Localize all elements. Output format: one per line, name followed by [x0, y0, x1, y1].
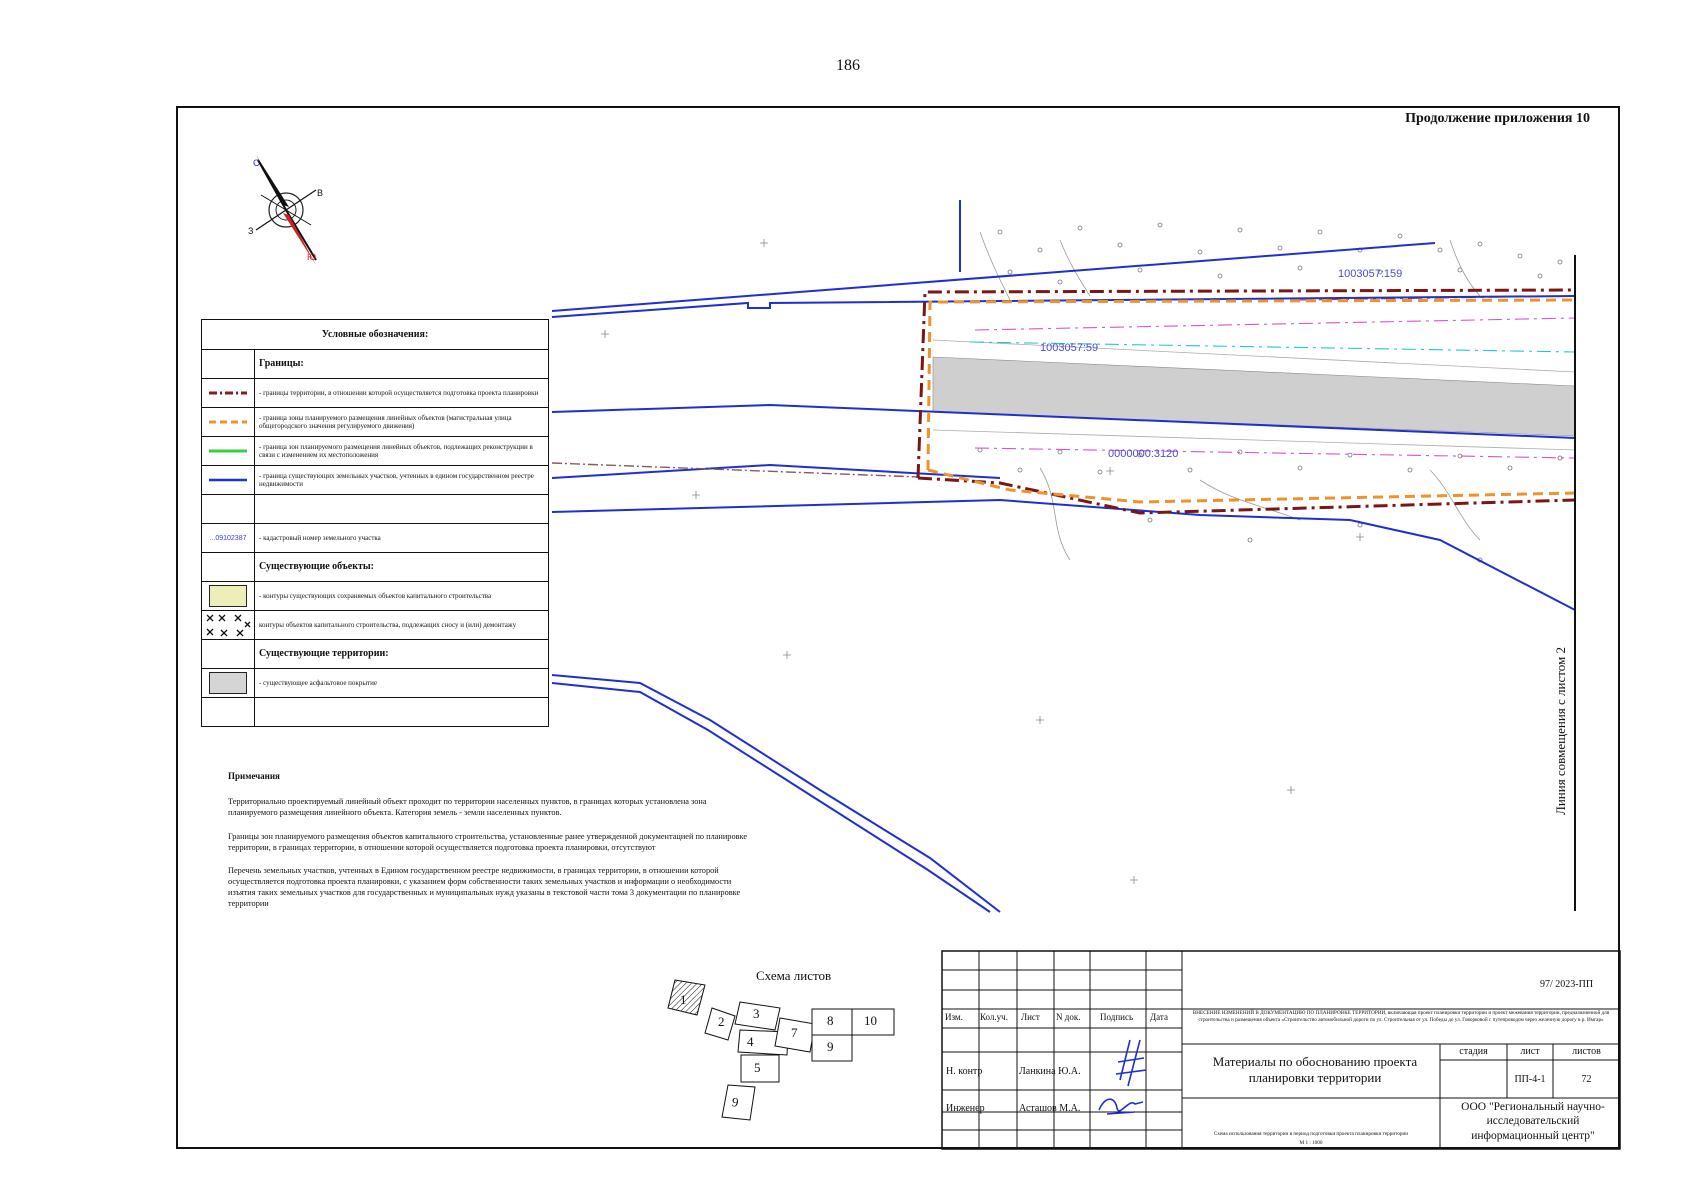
- cadastral-label: 1003057:159: [1338, 268, 1403, 280]
- document-code: 97/ 2023-ПП: [1540, 979, 1594, 990]
- survey-points: [977, 222, 1563, 563]
- sheet-num: 4: [747, 1034, 754, 1049]
- grid-crosses: [601, 239, 1364, 884]
- sheet-num: 9: [827, 1039, 834, 1054]
- legend-row-kept: - контуры существующих сохраняемых объек…: [202, 581, 548, 610]
- legend-row-asphalt: - существующее асфальтовое покрытие: [202, 668, 548, 697]
- notes-block: Примечания Территориально проектируемый …: [228, 770, 748, 922]
- note-paragraph: Территориально проектируемый линейный об…: [228, 797, 707, 818]
- legend-section-borders: Границы:: [259, 358, 304, 369]
- legend-kept-text: - контуры существующих сохраняемых объек…: [259, 591, 492, 600]
- organization: ООО "Региональный научно-исследовательск…: [1461, 1101, 1605, 1142]
- signature-1: [1115, 1039, 1147, 1087]
- legend-section-objects: Существующие объекты:: [259, 561, 374, 572]
- stage-header: стадия: [1459, 1046, 1488, 1057]
- tb-header: Дата: [1150, 1012, 1168, 1022]
- compass-south: Ю: [307, 252, 317, 262]
- compass-rose: [255, 155, 317, 265]
- placement-zone-border: [926, 298, 1576, 504]
- tb-header: N док.: [1056, 1012, 1081, 1022]
- legend-asphalt-text: - существующее асфальтовое покрытие: [259, 678, 377, 687]
- sheet-code: ПП-4-1: [1514, 1074, 1546, 1085]
- compass-west: З: [248, 226, 254, 236]
- notes-title: Примечания: [228, 771, 280, 781]
- drawing-frame: [176, 106, 1620, 1149]
- doc-title: Материалы по обоснованию проекта планиро…: [1212, 1054, 1418, 1086]
- legend-row-demolition: контуры объектов капитального строительс…: [202, 610, 548, 639]
- match-line-label: Линия совмещения с листом 2: [1553, 647, 1568, 815]
- note-paragraph: Перечень земельных участков, учтенных в …: [228, 865, 741, 909]
- legend-row-zone: - граница зоны планируемого размещения л…: [202, 407, 548, 436]
- legend-row-parcels: - граница существующих земельных участко…: [202, 465, 548, 494]
- sheet-num: 1: [680, 992, 687, 1007]
- sheet-num: 10: [864, 1013, 877, 1028]
- cadastral-sample: ...09102387: [209, 534, 247, 542]
- legend-cadastral-text: - кадастровый номер земельного участка: [259, 533, 381, 542]
- sheet-num: 5: [754, 1060, 761, 1075]
- legend-title-row: Условные обозначения:: [202, 320, 548, 349]
- name-lankina: Ланкина Ю.А.: [1019, 1066, 1081, 1077]
- legend-reconstruction-text: - граница зон планируемого размещения ли…: [259, 442, 533, 459]
- sheet-num: 2: [718, 1014, 725, 1029]
- scale: М 1 : 1000: [1299, 1140, 1323, 1146]
- demolition-symbol: [206, 614, 251, 637]
- scheme-name: Схема использования территории в период …: [1213, 1131, 1409, 1137]
- note-paragraph: Границы зон планируемого размещения объе…: [228, 831, 748, 852]
- sheet-header: лист: [1520, 1046, 1540, 1057]
- signature-2: [1098, 1098, 1144, 1115]
- role-engineer: Инженер: [946, 1103, 985, 1114]
- title-block-grid: [941, 950, 1621, 1150]
- role-n-kontr: Н. контр: [946, 1066, 983, 1077]
- continuation-title: Продолжение приложения 10: [1405, 111, 1590, 126]
- legend: Условные обозначения: Границы: - границы…: [201, 319, 549, 727]
- name-astashov: Асташов М.А.: [1019, 1103, 1081, 1114]
- sheet-num: 7: [791, 1025, 798, 1040]
- sheets-header: листов: [1572, 1046, 1601, 1057]
- sheet-num: 3: [753, 1006, 760, 1021]
- cadastral-label: 1003057:59: [1040, 342, 1099, 354]
- tb-header: Лист: [1021, 1012, 1040, 1022]
- legend-zone-text: - граница зоны планируемого размещения л…: [259, 413, 512, 430]
- compass-east: В: [317, 188, 324, 198]
- sheet-num: 8: [827, 1013, 834, 1028]
- tb-header: Подпись: [1100, 1012, 1134, 1022]
- legend-title: Условные обозначения:: [321, 329, 429, 340]
- asphalt-symbol: [209, 672, 247, 694]
- compass-north: С: [253, 158, 260, 168]
- legend-row-reconstruction: - граница зон планируемого размещения ли…: [202, 436, 548, 465]
- legend-row-territory: - границы территории, в отношении которо…: [202, 378, 548, 407]
- sheet-scheme-diagram: [667, 979, 895, 1121]
- zone-line-symbol: [209, 420, 247, 424]
- parcel-line-symbol: [209, 478, 247, 482]
- legend-demolition-text: контуры объектов капитального строительс…: [259, 620, 517, 629]
- sheet-scheme-title: Схема листов: [756, 968, 832, 983]
- legend-section-territories: Существующие территории:: [259, 648, 389, 659]
- parcel-boundaries: [551, 200, 1576, 913]
- territory-line-symbol: [209, 391, 247, 395]
- sheets-count: 72: [1581, 1074, 1592, 1085]
- legend-territory-text: - границы территории, в отношении которо…: [259, 388, 539, 397]
- page-number: 186: [836, 57, 860, 74]
- legend-row-cadastral: ...09102387 - кадастровый номер земельно…: [202, 523, 548, 552]
- tb-header: Кол.уч.: [980, 1012, 1008, 1022]
- project-description: ВНЕСЕНИЕ ИЗМЕНЕНИЙ В ДОКУМЕНТАЦИЮ ПО ПЛА…: [1192, 1010, 1610, 1023]
- legend-parcels-text: - граница существующих земельных участко…: [259, 471, 534, 488]
- kept-building-symbol: [209, 585, 247, 607]
- territory-border: [916, 288, 1576, 515]
- cadastral-label: 0000000:3120: [1108, 448, 1179, 460]
- reconstruction-line-symbol: [209, 449, 247, 453]
- tb-header: Изм.: [945, 1012, 963, 1022]
